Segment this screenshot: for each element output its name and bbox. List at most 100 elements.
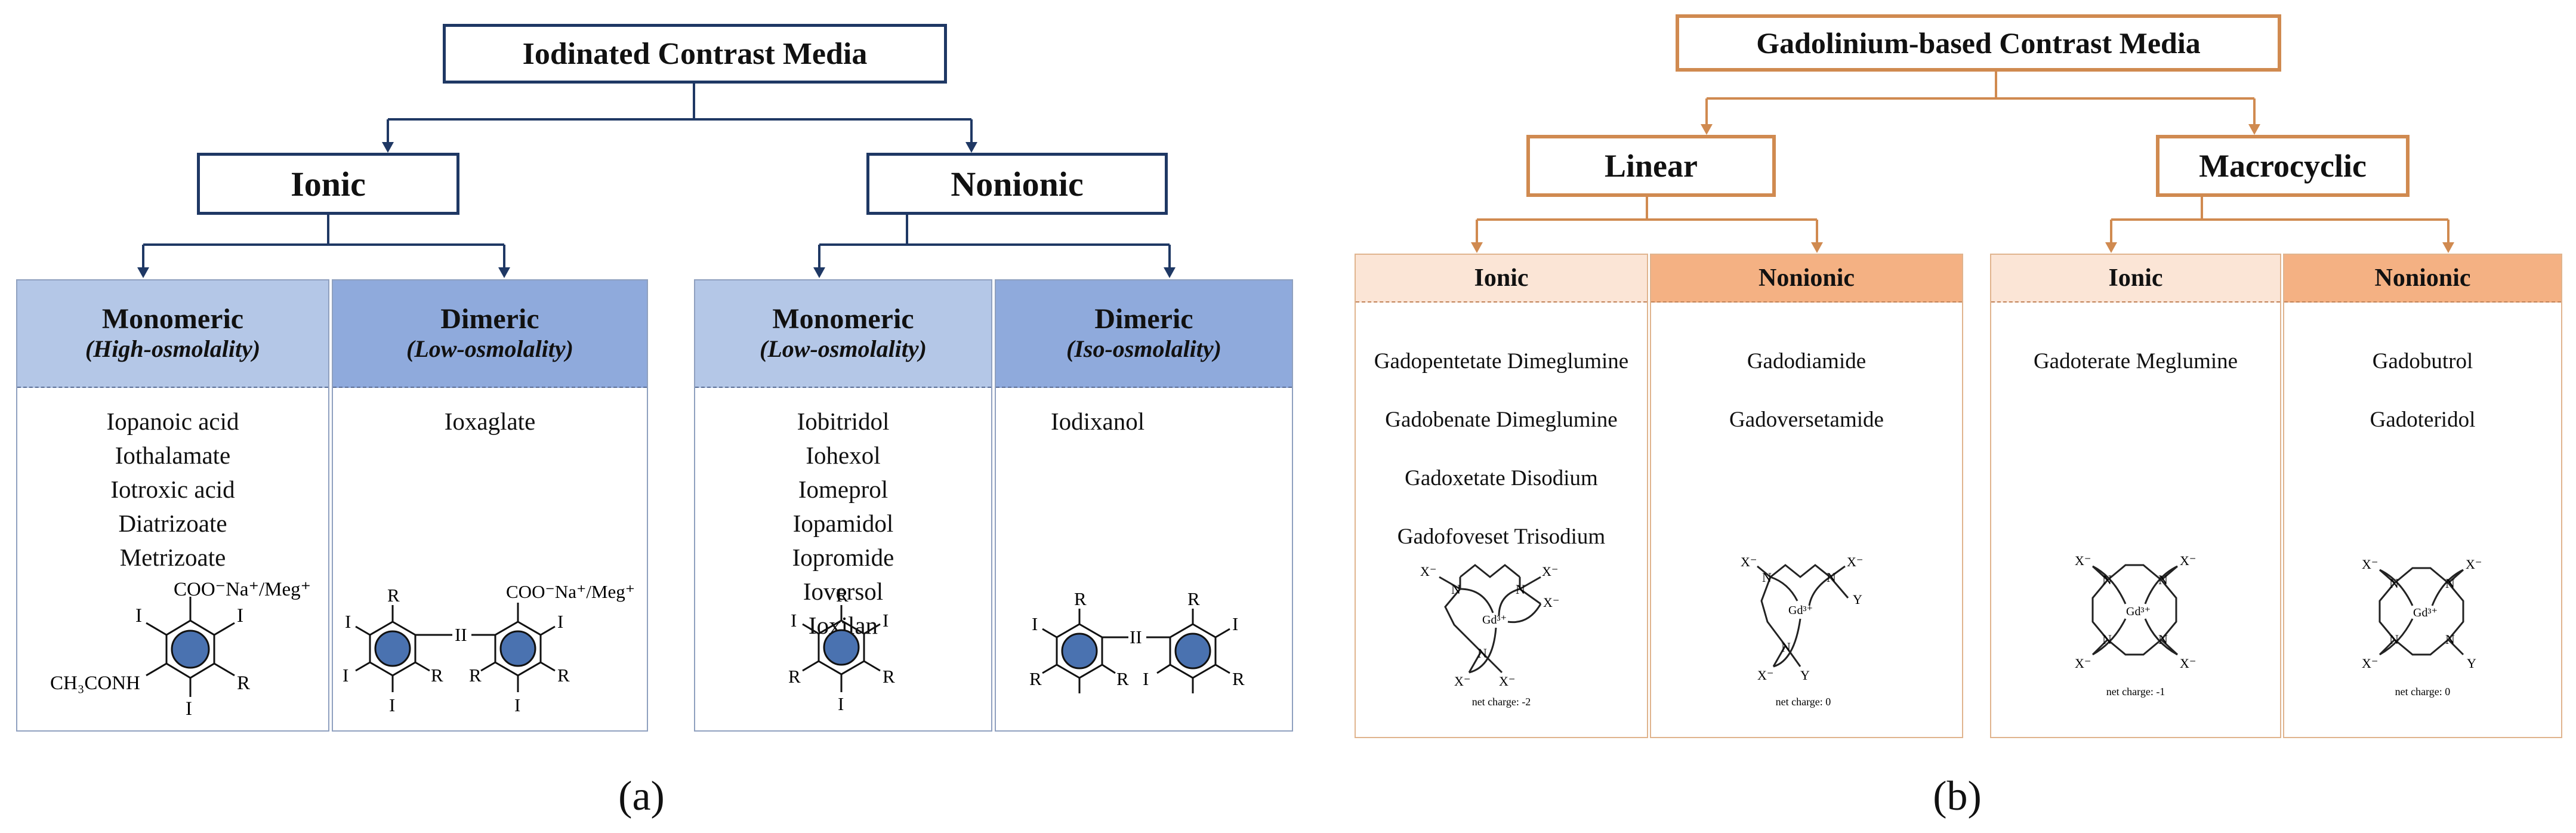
linear-ionic-column: Ionic Gadopentetate Dimeglumine Gadobena…: [1355, 254, 1648, 738]
n-label: N: [1762, 570, 1772, 585]
agent-list: Gadoterate Meglumine: [1991, 332, 2280, 391]
n-label: N: [1477, 646, 1487, 661]
r-group-label: R: [1074, 588, 1087, 609]
column-header: Nonionic: [2284, 255, 2561, 303]
ionic-monomeric-column: Monomeric (High-osmolality) Iopanoic aci…: [16, 279, 329, 732]
gd-label: Gd³⁺: [1788, 604, 1813, 617]
n-label: N: [1451, 582, 1461, 597]
header-subtitle: (Low-osmolality): [406, 335, 573, 363]
header-subtitle: (Iso-osmolality): [1066, 335, 1221, 363]
x-label: X⁻: [2466, 557, 2482, 572]
list-item: Gadofoveset Trisodium: [1397, 525, 1606, 549]
iodine-label: I: [1232, 613, 1238, 634]
gd-label: Gd³⁺: [2413, 606, 2438, 619]
list-item: Gadobutrol: [2372, 349, 2473, 374]
iodine-label: I: [237, 605, 243, 627]
column-header: Monomeric (Low-osmolality): [695, 280, 991, 388]
list-item: Iohexol: [806, 442, 881, 469]
r-group-label: R: [1187, 588, 1200, 609]
x-label: X⁻: [1542, 564, 1559, 579]
list-item: Diatrizoate: [118, 510, 227, 537]
y-label: Y: [2467, 656, 2476, 671]
x-label: X⁻: [1454, 674, 1471, 689]
linear-ionic-structure: X⁻ X⁻ X⁻ N N N Gd³⁺ X⁻ X⁻ net charge: -2: [1420, 564, 1560, 708]
ionic-dimeric-column: Dimeric (Low-osmolality) Ioxaglate R I I…: [332, 279, 648, 732]
iodine-label: I: [389, 695, 395, 715]
iodine-label: I: [883, 610, 889, 631]
n-label: N: [2102, 632, 2112, 647]
list-item: Gadoxetate Disodium: [1405, 466, 1598, 490]
iodine-label: I: [1032, 613, 1038, 634]
nonionic-monomeric-column: Monomeric (Low-osmolality) Iobitridol Io…: [694, 279, 992, 732]
x-label: X⁻: [1543, 595, 1560, 610]
linear-nonionic-structure: X⁻ X⁻ Y N N N Gd³⁺ X⁻ Y net charge: 0: [1741, 554, 1864, 708]
n-label: N: [2158, 632, 2168, 647]
column-header: Dimeric (Low-osmolality): [333, 280, 647, 388]
x-label: X⁻: [1499, 674, 1516, 689]
x-label: X⁻: [1420, 564, 1437, 579]
iodine-label: I: [343, 665, 348, 686]
iodinated-title: Iodinated Contrast Media: [443, 24, 947, 84]
acetamido-label: CH₃CONH: [50, 672, 140, 694]
list-item: Gadoterate Meglumine: [2033, 349, 2238, 374]
list-item: Iopromide: [792, 544, 894, 571]
gd-label: Gd³⁺: [2126, 605, 2151, 618]
r-group-label: R: [237, 672, 250, 694]
list-item: Gadobenate Dimeglumine: [1385, 408, 1618, 432]
macrocyclic-ionic-column: Ionic Gadoterate Meglumine X⁻ X⁻ X⁻ X⁻ N…: [1990, 254, 2281, 738]
gd-label: Gd³⁺: [1482, 613, 1507, 627]
list-item: Iothalamate: [115, 442, 231, 469]
list-item: Gadodiamide: [1747, 349, 1867, 374]
r-group-label: R: [431, 665, 443, 686]
iodine-label: I: [186, 698, 192, 720]
r-group-label: R: [387, 585, 400, 606]
macrocyclic-nonionic-structure: X⁻ X⁻ X⁻ Y N N N N Gd³⁺ net charge: 0: [2362, 557, 2482, 698]
net-charge-label: net charge: -2: [1472, 696, 1531, 708]
r-group-label: R: [1029, 668, 1042, 689]
agent-list: Gadopentetate Dimeglumine Gadobenate Dim…: [1356, 332, 1647, 566]
header-subtitle: (Low-osmolality): [760, 335, 927, 363]
nonionic-node: Nonionic: [866, 153, 1168, 215]
r-group-label: R: [557, 665, 570, 686]
x-label: X⁻: [2180, 656, 2196, 671]
n-label: N: [1516, 582, 1525, 597]
list-item: Iopamidol: [792, 510, 894, 537]
x-label: X⁻: [2362, 656, 2378, 671]
n-label: N: [1827, 570, 1836, 585]
linear-node: Linear: [1526, 135, 1776, 197]
iodine-label: I: [557, 611, 563, 632]
column-header: Ionic: [1356, 255, 1647, 303]
n-label: N: [2389, 576, 2399, 591]
r-group-label: R: [883, 666, 895, 687]
agent-list: Gadodiamide Gadoversetamide: [1651, 332, 1962, 449]
r-group-label: R: [836, 585, 849, 606]
header-title: Dimeric: [440, 303, 539, 335]
n-label: N: [2445, 576, 2455, 591]
carboxylate-label: COO⁻Na⁺/Meg⁺: [174, 579, 311, 600]
list-item: Gadoversetamide: [1729, 408, 1884, 432]
n-label: N: [1781, 640, 1791, 655]
net-charge-label: net charge: 0: [1776, 696, 1831, 708]
panel-a-connectors: [137, 81, 1176, 278]
iodine-label: I: [135, 605, 142, 627]
column-header: Nonionic: [1651, 255, 1962, 303]
iodine-label: I: [345, 611, 351, 632]
header-title: Dimeric: [1094, 303, 1193, 335]
y-label: Y: [1853, 592, 1862, 607]
list-item: Metrizoate: [119, 544, 226, 571]
list-item: Iotroxic acid: [110, 476, 235, 503]
x-label: X⁻: [2362, 557, 2378, 572]
agent-list: Iopanoic acid Iothalamate Iotroxic acid …: [17, 405, 328, 575]
ionic-monomer-structure: COO⁻Na⁺/Meg⁺ I I R I CH₃CONH: [50, 579, 311, 720]
panel-a-label: (a): [597, 770, 686, 823]
label-text: (b): [1933, 773, 1982, 819]
net-charge-label: net charge: 0: [2395, 686, 2451, 698]
list-item: Gadopentetate Dimeglumine: [1374, 349, 1629, 374]
list-item: Iodixanol: [1051, 408, 1145, 435]
macrocyclic-nonionic-column: Nonionic Gadobutrol Gadoteridol X⁻ X⁻ X⁻…: [2283, 254, 2562, 738]
macrocyclic-ionic-structure: X⁻ X⁻ X⁻ X⁻ N N N N Gd³⁺ net charge: -1: [2075, 553, 2196, 698]
x-label: X⁻: [1741, 554, 1757, 569]
column-header: Ionic: [1991, 255, 2280, 303]
x-label: X⁻: [2180, 553, 2196, 568]
nonionic-dimer-structure: R I R R II R I R I: [1029, 588, 1245, 693]
